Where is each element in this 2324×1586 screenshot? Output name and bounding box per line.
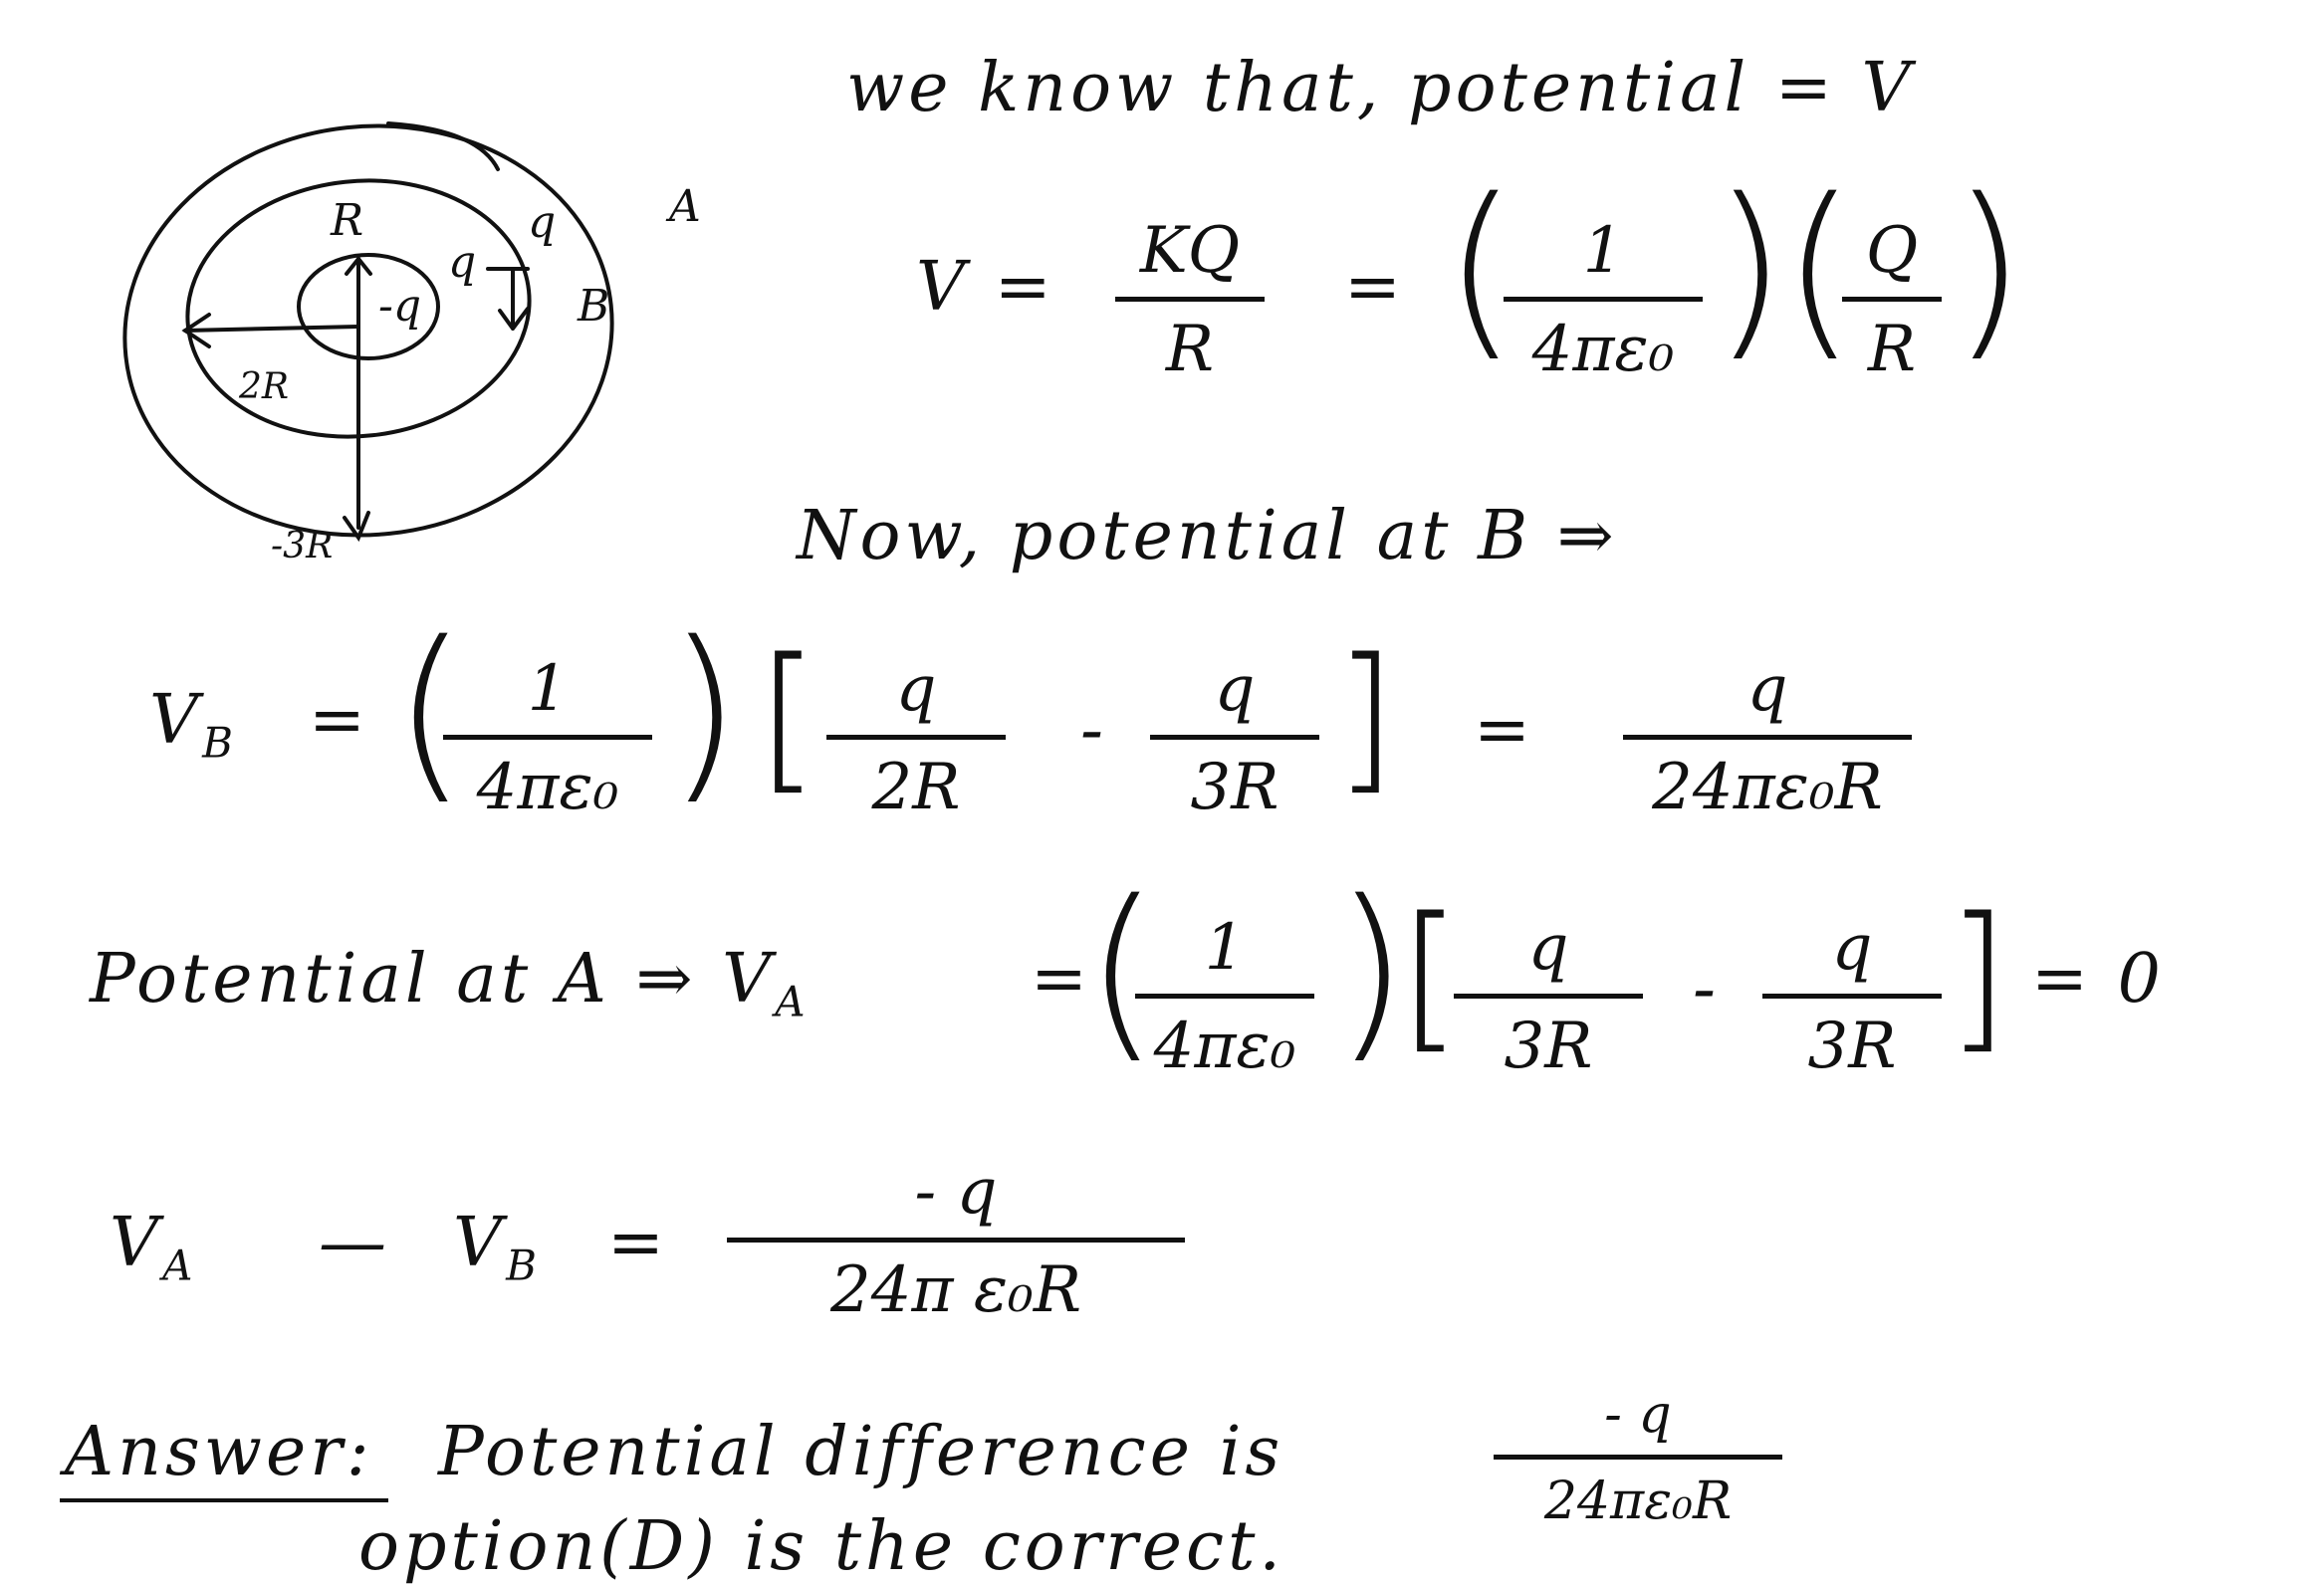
line-5-equals: =	[1031, 940, 1091, 1019]
line-4-frac-q-2r: q 2R	[826, 657, 1006, 819]
line-4-equals-2: =	[1474, 691, 1534, 770]
diagram-label-inner-charge: -q	[378, 281, 421, 332]
line-4-equals: =	[309, 681, 369, 760]
answer-fraction: - q 24πε₀R	[1494, 1389, 1782, 1527]
frac-denominator: 24π ε₀R	[829, 1253, 1082, 1327]
line-6-vb: VB	[453, 1204, 541, 1290]
paren-close: )	[1334, 860, 1409, 1080]
frac-numerator: q	[895, 652, 937, 726]
line-5-frac-q-3r-b: q 3R	[1762, 916, 1942, 1078]
frac-denominator: 3R	[1190, 751, 1279, 824]
line-2-lhs: V =	[916, 248, 1055, 327]
line-4-frac-1-4pie0: 1 4πε₀	[443, 657, 652, 819]
answer-text: Potential difference is	[438, 1413, 1284, 1491]
frac-numerator: Q	[1865, 214, 1919, 288]
paren-open: (	[1085, 860, 1160, 1080]
answer-underline	[60, 1498, 388, 1502]
frac-numerator: q	[1527, 911, 1569, 985]
line-6-va: VA	[110, 1204, 197, 1290]
concentric-spheres-diagram: A B -q q q R 2R -3R	[122, 121, 701, 566]
bracket-close: ]	[1334, 623, 1397, 809]
outer-shell-overlap	[386, 121, 500, 171]
frac-numerator: 1	[1204, 911, 1246, 985]
line-4-result: q 24πε₀R	[1623, 657, 1912, 819]
line-5-frac-q-3r-a: q 3R	[1454, 916, 1643, 1078]
frac-denominator: 2R	[871, 751, 961, 824]
frac-denominator: R	[1165, 313, 1215, 386]
line-6-equals: =	[607, 1204, 668, 1282]
line-2-frac-kq-r: KQ R	[1115, 219, 1265, 381]
diagram-label-B: B	[577, 281, 609, 332]
frac-denominator: 4πε₀	[1531, 313, 1675, 386]
paren-open: (	[393, 601, 468, 821]
line-2-frac-q-r: Q R	[1842, 219, 1942, 381]
frac-denominator: 3R	[1807, 1010, 1897, 1083]
diagram-label-q2: q	[528, 197, 556, 248]
inner-shell	[297, 253, 440, 360]
paren-close: )	[1952, 158, 2026, 378]
line-1-text: we know that, potential = V	[846, 49, 1915, 127]
line-2-frac-1-4pie0: 1 4πε₀	[1504, 219, 1703, 381]
frac-numerator: - q	[1604, 1385, 1672, 1445]
frac-numerator: q	[1831, 911, 1873, 985]
line-5-minus: -	[1693, 950, 1720, 1028]
frac-numerator: - q	[914, 1155, 998, 1229]
paren-open: (	[1782, 158, 1857, 378]
line-5-result: = 0	[2031, 940, 2165, 1019]
diagram-label-A: A	[665, 181, 701, 232]
frac-numerator: 1	[527, 652, 569, 726]
paren-close: )	[667, 601, 742, 821]
frac-denominator: 4πε₀	[476, 751, 619, 824]
bracket-open: [	[1399, 882, 1462, 1068]
diagram-label-q1: q	[448, 237, 476, 288]
paren-open: (	[1444, 158, 1518, 378]
frac-numerator: 1	[1582, 214, 1624, 288]
line-6-result: - q 24π ε₀R	[727, 1160, 1185, 1322]
bracket-close: ]	[1947, 882, 2009, 1068]
bracket-open: [	[757, 623, 819, 809]
line-6-minus: —	[319, 1204, 390, 1282]
line-4-vb: VB	[149, 681, 237, 768]
diagram-label-3R: -3R	[271, 526, 333, 566]
frac-denominator: 24πε₀R	[1543, 1472, 1733, 1531]
frac-numerator: q	[1214, 652, 1256, 726]
answer-label: Answer:	[65, 1413, 373, 1491]
diagram-label-2R: 2R	[238, 366, 289, 407]
radius-arrow-horizontal	[183, 325, 360, 333]
line-5-prefix: Potential at A ⇒ VA	[90, 940, 810, 1026]
line-2-equals: =	[1344, 248, 1405, 327]
line-5-frac-1-4pie0: 1 4πε₀	[1135, 916, 1314, 1078]
frac-denominator: R	[1867, 313, 1917, 386]
line-4-minus: -	[1080, 691, 1107, 770]
diagram-label-R: R	[330, 195, 363, 246]
frac-denominator: 24πε₀R	[1652, 751, 1883, 824]
line-4-frac-q-3r: q 3R	[1150, 657, 1319, 819]
line-3-text: Now, potential at B ⇒	[797, 497, 1618, 575]
frac-denominator: 3R	[1504, 1010, 1593, 1083]
frac-denominator: 4πε₀	[1153, 1010, 1296, 1083]
outer-shell	[122, 123, 614, 538]
answer-option: option(D) is the correct.	[358, 1507, 1285, 1586]
frac-numerator: KQ	[1139, 214, 1241, 288]
frac-numerator: q	[1746, 652, 1788, 726]
paren-close: )	[1713, 158, 1787, 378]
